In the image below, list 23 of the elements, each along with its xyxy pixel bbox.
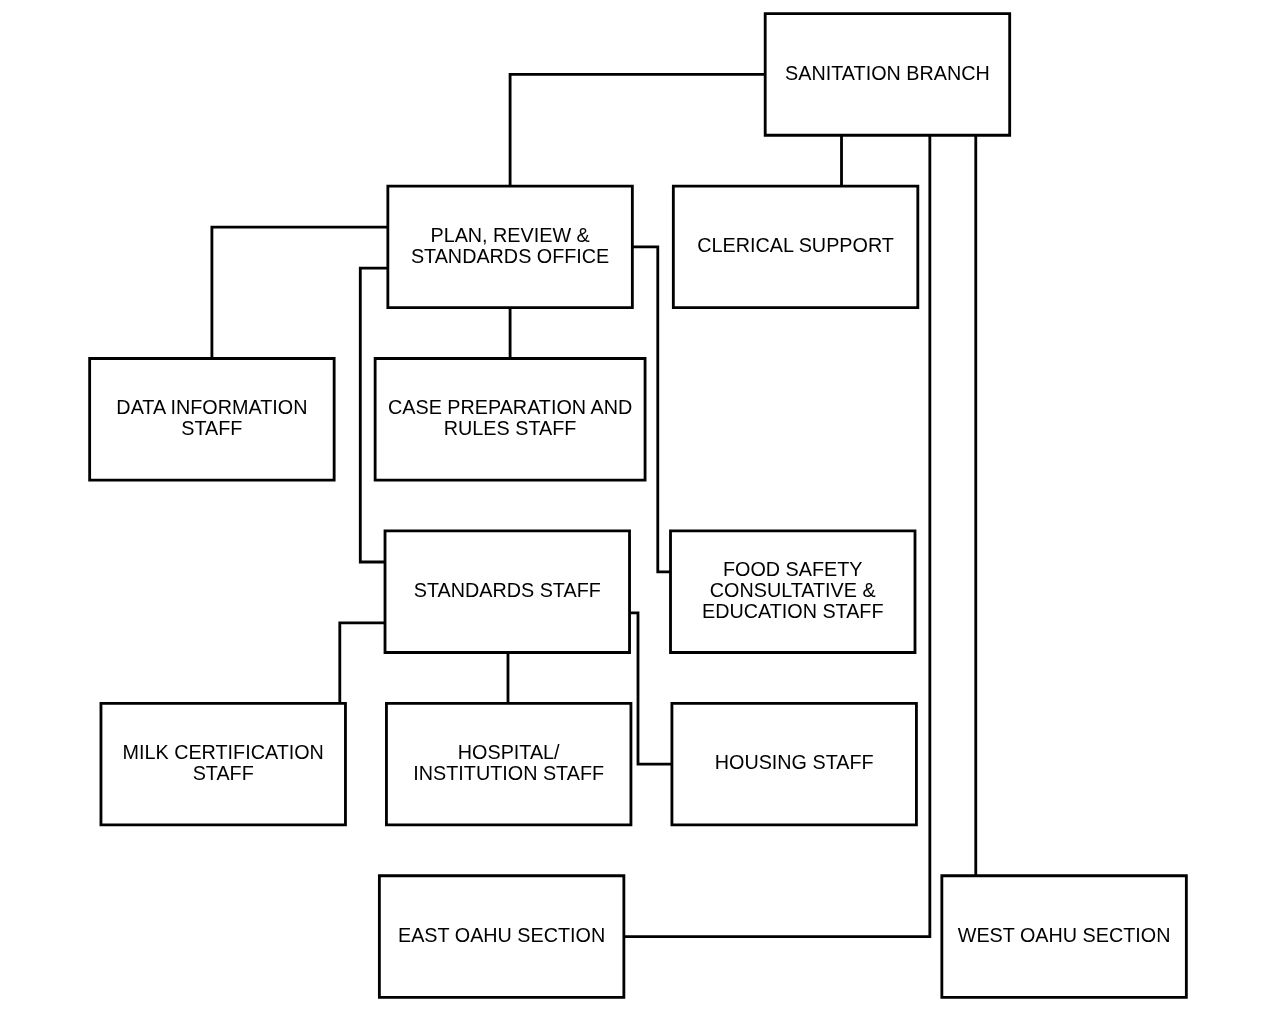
node-box: MILK CERTIFICATION STAFF	[99, 701, 347, 827]
node-box: CLERICAL SUPPORT	[671, 184, 919, 310]
connector	[623, 135, 931, 938]
connector	[973, 135, 977, 876]
node-box: SANITATION BRANCH	[763, 12, 1011, 137]
node-box: STANDARDS STAFF	[383, 529, 631, 654]
node-box: FOOD SAFETY CONSULTATIVE & EDUCATION STAFF	[668, 529, 916, 654]
connector	[629, 611, 672, 766]
node-box: EAST OAHU SECTION	[377, 874, 625, 999]
connector	[839, 135, 843, 187]
connector	[337, 621, 385, 703]
connector	[506, 652, 509, 704]
node-box: HOSPITAL/ INSTITUTION STAFF	[384, 701, 632, 827]
connector	[358, 266, 388, 564]
connector	[632, 245, 670, 574]
node-box: PLAN, REVIEW & STANDARDS OFFICE	[385, 184, 634, 310]
connector	[508, 307, 511, 359]
node-box: CASE PREPARATION AND RULES STAFF	[373, 357, 646, 482]
node-box: DATA INFORMATION STAFF	[87, 357, 336, 482]
connector	[508, 73, 765, 187]
node-box: WEST OAHU SECTION	[939, 874, 1188, 999]
connector	[210, 225, 387, 359]
node-box: HOUSING STAFF	[670, 701, 918, 827]
